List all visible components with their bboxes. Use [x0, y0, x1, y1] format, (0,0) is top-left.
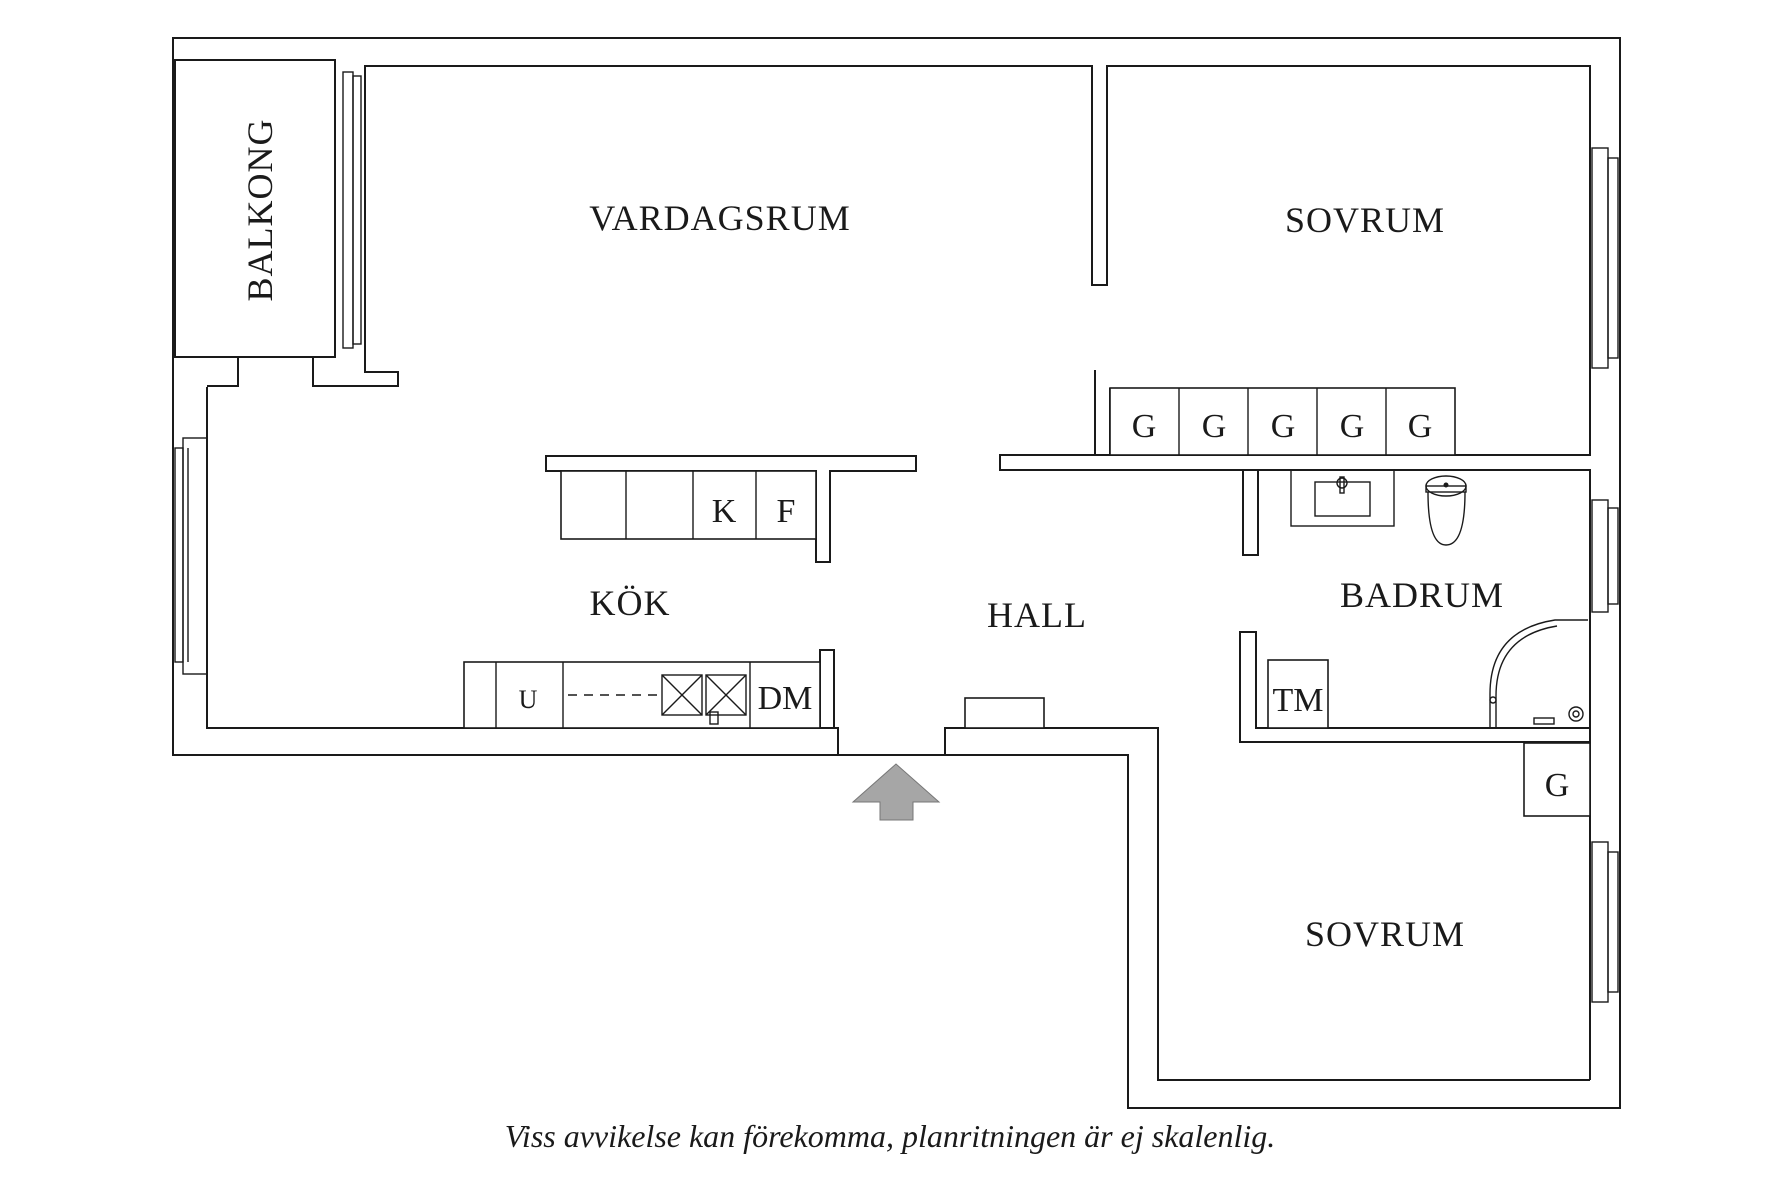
wardrobe-label: G [1271, 408, 1296, 445]
wardrobe-label: G [1408, 408, 1433, 445]
wardrobe-bottom [1523, 742, 1591, 817]
freezer-label: F [777, 493, 796, 530]
dishwasher-label: DM [758, 680, 813, 717]
right-windows [1591, 147, 1619, 1003]
washing-machine-label: TM [1273, 682, 1324, 719]
living-room-label: VARDAGSRUM [589, 198, 850, 238]
fridge-label: K [712, 493, 737, 530]
hall-label: HALL [987, 595, 1087, 635]
entrance-arrow [851, 763, 941, 821]
wardrobe-label: G [1340, 408, 1365, 445]
disclaimer-caption: Viss avvikelse kan förekomma, planritnin… [504, 1118, 1276, 1154]
oven-label: U [519, 685, 538, 714]
balcony-label: BALKONG [240, 119, 280, 302]
hall-shelf [964, 697, 1045, 729]
wardrobes-top [1094, 370, 1456, 456]
wardrobe-label: G [1202, 408, 1227, 445]
wardrobe-bottom-label: G [1545, 767, 1570, 804]
balcony [173, 59, 1591, 1080]
kitchen-upper-counter [545, 455, 917, 563]
bathroom-label: BADRUM [1340, 575, 1504, 615]
wardrobe-label: G [1132, 408, 1157, 445]
bathroom [1239, 469, 1591, 743]
kitchen-window [174, 437, 208, 675]
kitchen-lower-counter [463, 649, 835, 729]
bedroom-bottom-label: SOVRUM [1305, 914, 1465, 954]
bedroom-top-label: SOVRUM [1285, 200, 1445, 240]
kitchen-label: KÖK [590, 583, 671, 623]
